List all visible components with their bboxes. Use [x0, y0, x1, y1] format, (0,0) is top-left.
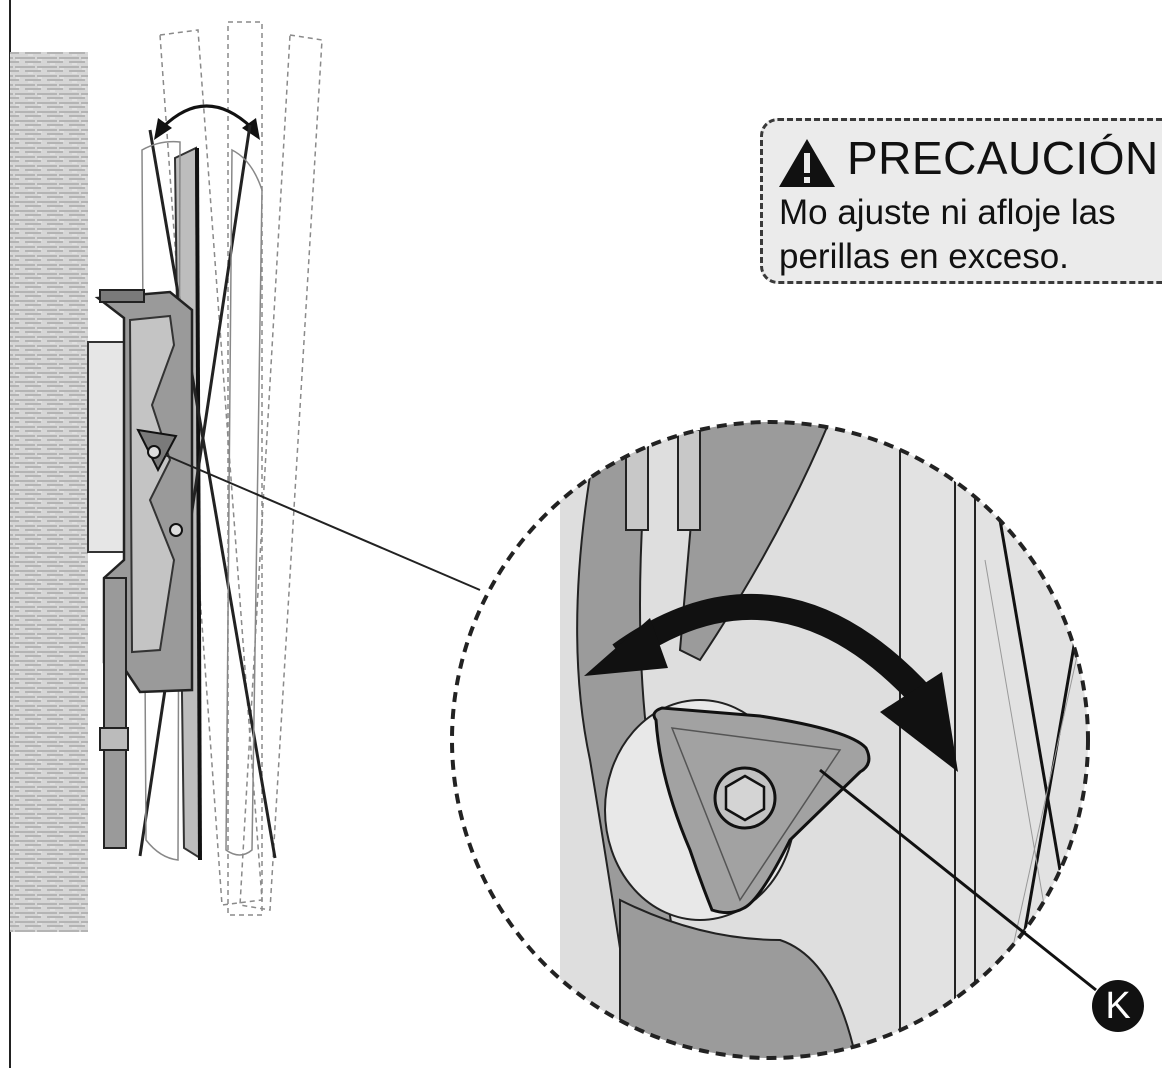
warning-triangle-icon [779, 139, 835, 187]
part-k-badge: K [1092, 980, 1144, 1032]
caution-box: PRECAUCIÓN! Mo ajuste ni afloje las peri… [760, 118, 1162, 284]
caution-line-1: Mo ajuste ni afloje las [779, 193, 1116, 232]
tilt-arc-arrow [154, 104, 260, 140]
rotate-double-arrow [584, 594, 958, 772]
caution-title: PRECAUCIÓN! [847, 132, 1162, 184]
wall-mount-bracket [87, 289, 194, 849]
caution-line-2: perillas en exceso. [779, 237, 1069, 276]
zoom-leader-line [164, 454, 481, 591]
tilt-ghost-outlines [159, 21, 323, 916]
caution-text: Mo ajuste ni afloje las perillas en exce… [779, 191, 1116, 279]
wall-texture [10, 52, 88, 932]
k-leader-line [819, 768, 1097, 992]
tilt-knob [652, 706, 871, 915]
